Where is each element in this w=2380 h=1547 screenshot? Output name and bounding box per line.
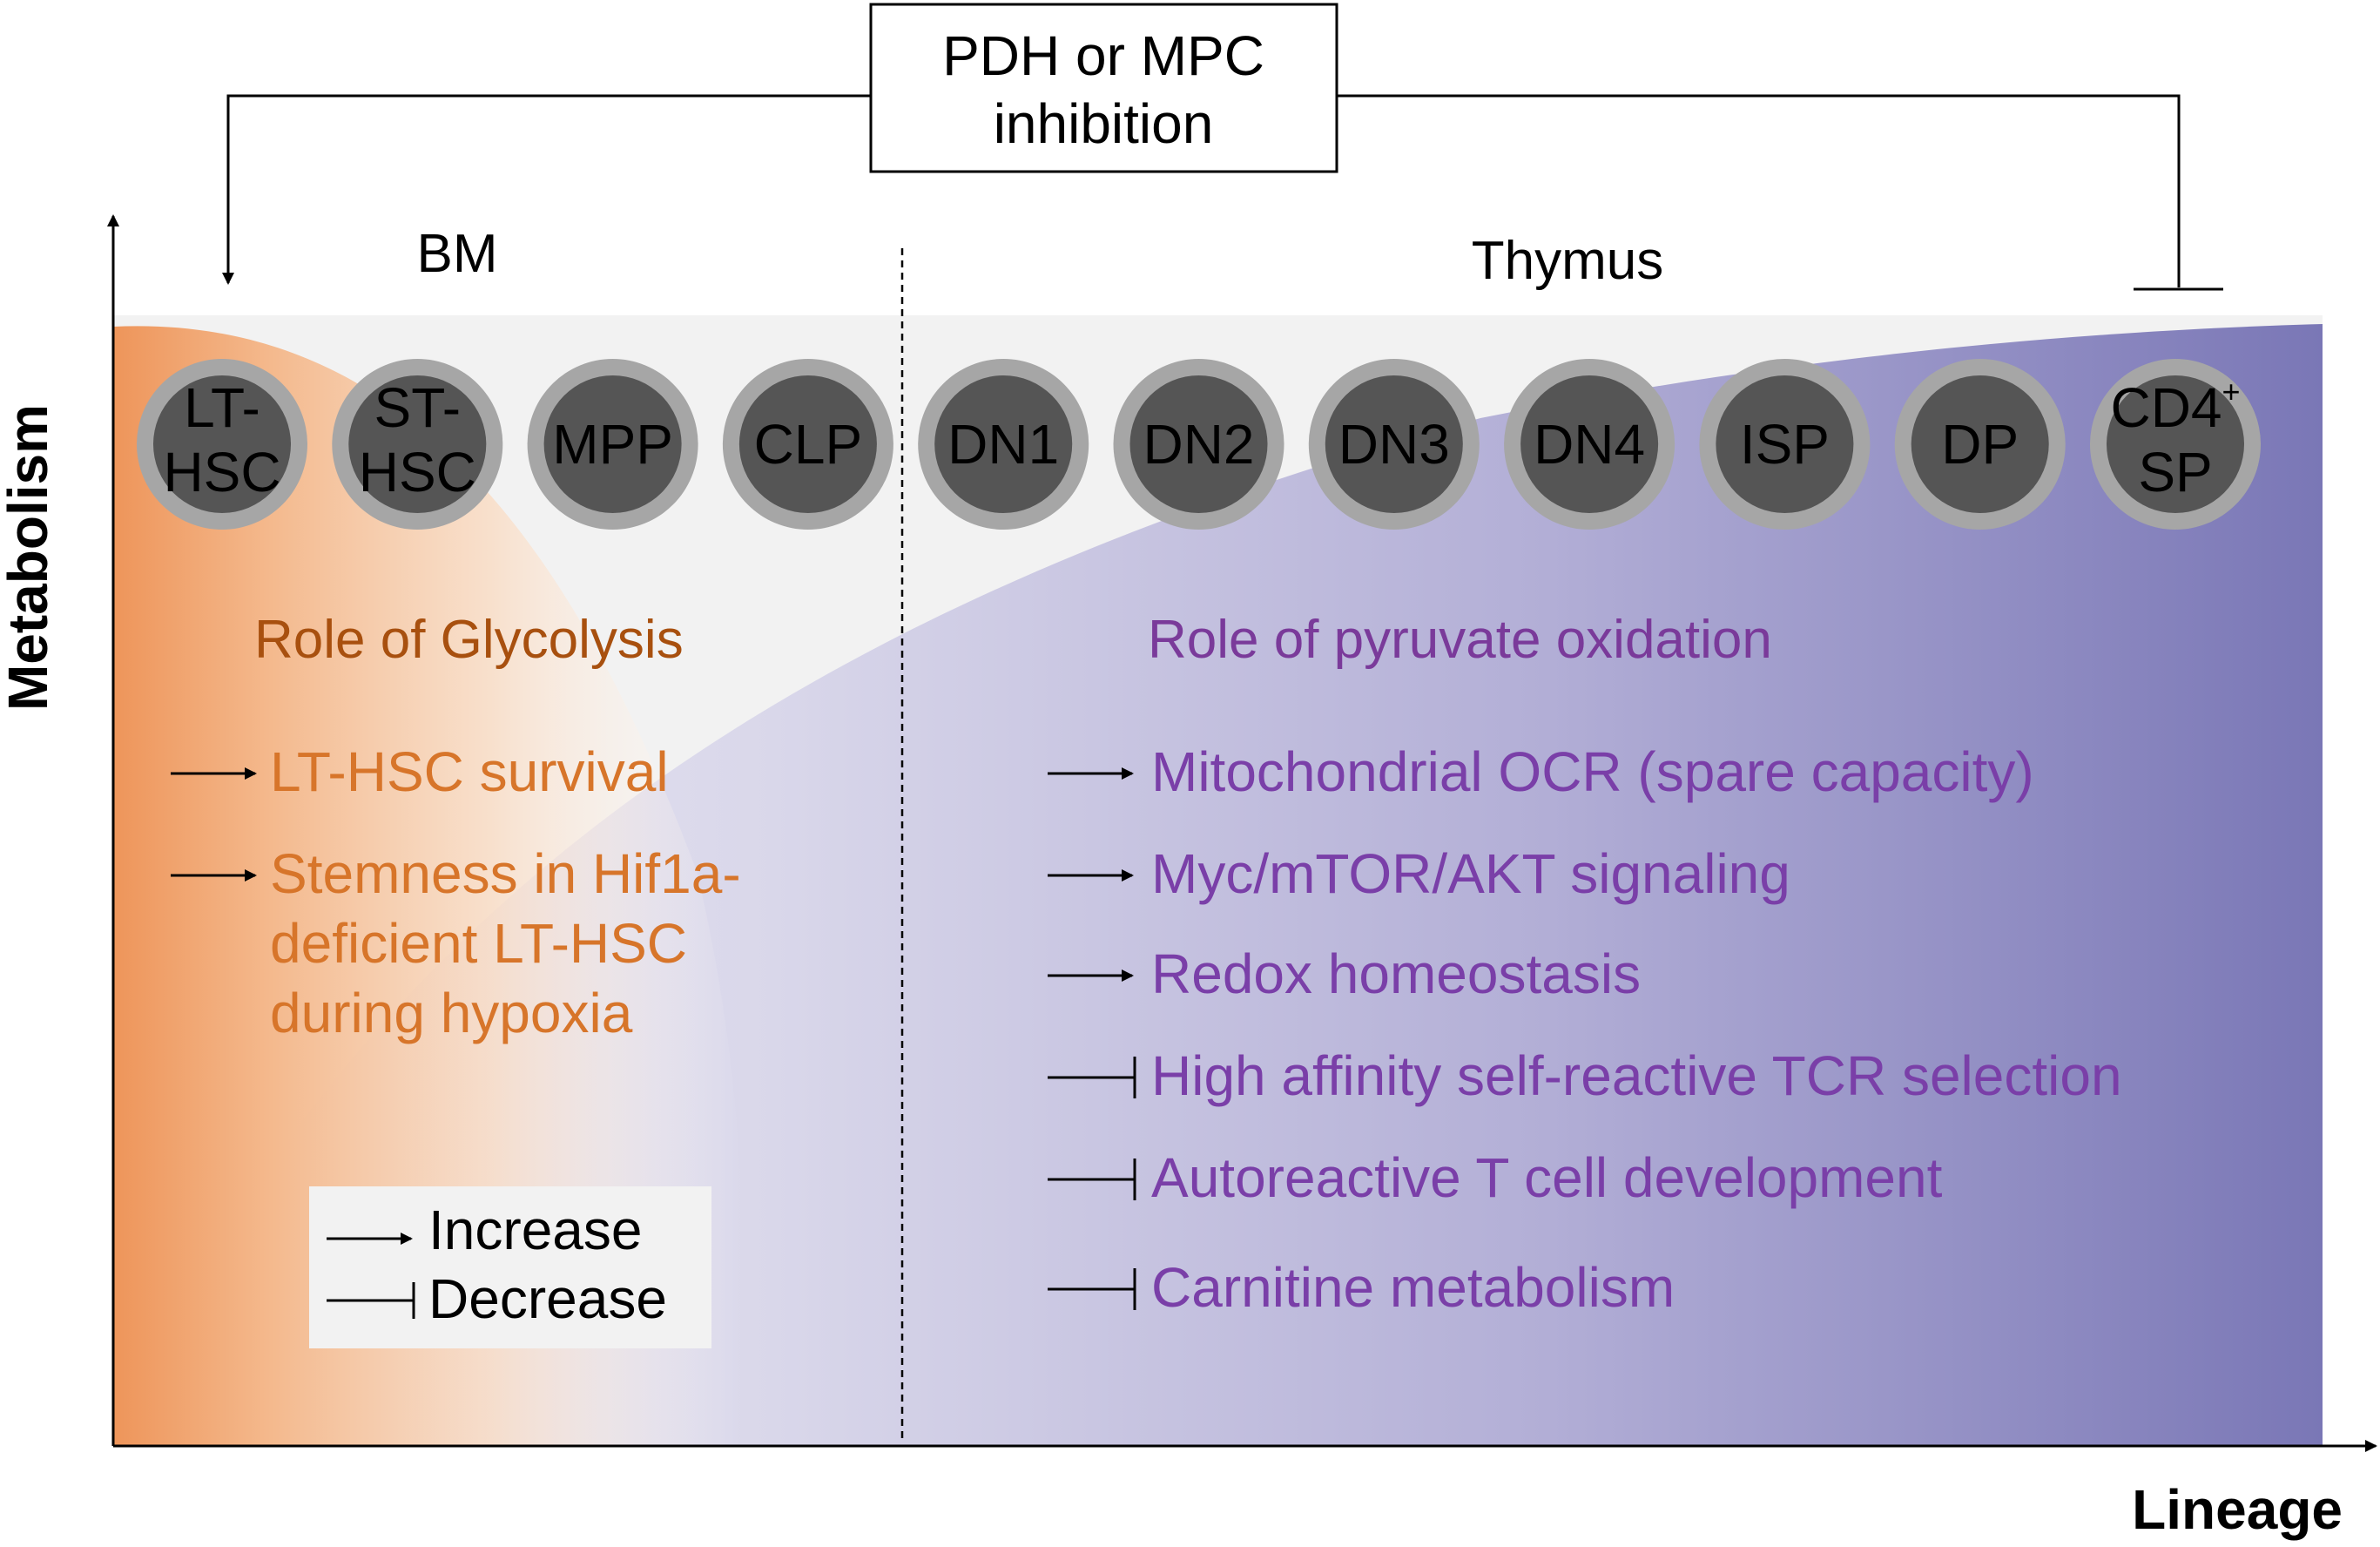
legend-decrease-label: Decrease bbox=[428, 1267, 667, 1330]
cell-nucleus bbox=[1716, 375, 1854, 513]
cell-label: DN2 bbox=[1143, 413, 1254, 476]
glycolysis-title: Role of Glycolysis bbox=[254, 610, 684, 670]
pyruvate-item-3: High affinity self-reactive TCR selectio… bbox=[1048, 1044, 2122, 1107]
pyruvate-item-text: Autoreactive T cell development bbox=[1151, 1146, 1943, 1209]
cell-label: ST- bbox=[374, 376, 462, 439]
region-thymus-label: Thymus bbox=[1472, 231, 1663, 291]
cell-6: DN3 bbox=[1308, 359, 1480, 530]
glycolysis-item-text: Stemness in Hif1a- bbox=[270, 842, 741, 905]
cell-nucleus bbox=[543, 375, 682, 513]
legend-increase-label: Increase bbox=[428, 1199, 642, 1261]
cell-label: DN4 bbox=[1534, 413, 1645, 476]
cell-label: MPP bbox=[552, 413, 673, 476]
cell-label: ISP bbox=[1740, 413, 1830, 476]
cell-4: DN1 bbox=[918, 359, 1089, 530]
cell-label: LT- bbox=[184, 376, 260, 439]
cell-label: CD4+ bbox=[2110, 374, 2240, 439]
cell-nucleus bbox=[738, 375, 877, 513]
cell-label: DP bbox=[1941, 413, 2019, 476]
cell-label: SP bbox=[2138, 441, 2212, 503]
glycolysis-area bbox=[113, 326, 745, 1446]
region-bm-label: BM bbox=[417, 224, 498, 284]
pyruvate-item-0: Mitochondrial OCR (spare capacity) bbox=[1048, 740, 2034, 803]
cell-2: MPP bbox=[527, 359, 698, 530]
cell-nucleus bbox=[348, 375, 487, 513]
glycolysis-item-text: LT-HSC survival bbox=[270, 740, 669, 803]
cell-3: CLP bbox=[722, 359, 893, 530]
glycolysis-item-1: Stemness in Hif1a-deficient LT-HSC during… bbox=[171, 842, 741, 1044]
cell-nucleus bbox=[1129, 375, 1268, 513]
pyruvate-item-1: Myc/mTOR/AKT signaling bbox=[1048, 842, 1790, 905]
cell-nucleus bbox=[1520, 375, 1659, 513]
inhibitor-to-cd4-sp-block bbox=[1337, 94, 2181, 287]
cell-0: LT-HSC bbox=[137, 359, 307, 530]
pyruvate-title: Role of pyruvate oxidation bbox=[1148, 610, 1772, 670]
cell-label: CLP bbox=[754, 413, 863, 476]
cell-label: HSC bbox=[359, 441, 476, 503]
inhibitor-box bbox=[869, 3, 1338, 173]
cell-nucleus bbox=[934, 375, 1073, 513]
cell-label: HSC bbox=[163, 441, 280, 503]
pyruvate-item-text: Myc/mTOR/AKT signaling bbox=[1151, 842, 1790, 905]
glycolysis-item-text: deficient LT-HSC bbox=[270, 912, 687, 975]
pyruvate-item-2: Redox homeostasis bbox=[1048, 942, 1641, 1005]
legend-box bbox=[309, 1186, 711, 1348]
legend: Increase Decrease bbox=[309, 1186, 711, 1348]
cell-8: ISP bbox=[1699, 359, 1871, 530]
pyruvate-item-text: Mitochondrial OCR (spare capacity) bbox=[1151, 740, 2034, 803]
inhibitor-to-lt-hsc-arrow bbox=[222, 94, 871, 285]
cell-5: DN2 bbox=[1113, 359, 1284, 530]
cell-nucleus bbox=[1325, 375, 1463, 513]
cell-nucleus bbox=[1911, 375, 2049, 513]
cell-1: ST-HSC bbox=[332, 359, 503, 530]
cell-7: DN4 bbox=[1504, 359, 1675, 530]
cell-label: DN1 bbox=[947, 413, 1059, 476]
pyruvate-item-5: Carnitine metabolism bbox=[1048, 1256, 1675, 1319]
x-axis-label: Lineage bbox=[2132, 1478, 2343, 1541]
cell-nucleus bbox=[153, 375, 291, 513]
glycolysis-item-0: LT-HSC survival bbox=[171, 740, 669, 803]
cell-nucleus bbox=[2107, 375, 2244, 513]
cell-label: DN3 bbox=[1338, 413, 1450, 476]
pyruvate-item-text: Carnitine metabolism bbox=[1151, 1256, 1675, 1319]
pyruvate-item-text: High affinity self-reactive TCR selectio… bbox=[1151, 1044, 2122, 1107]
cell-10: CD4+SP bbox=[2090, 359, 2261, 530]
glycolysis-item-text: during hypoxia bbox=[270, 982, 633, 1044]
pyruvate-item-4: Autoreactive T cell development bbox=[1048, 1146, 1943, 1209]
pyruvate-item-text: Redox homeostasis bbox=[1151, 942, 1641, 1005]
inhibitor-line-1: PDH or MPC bbox=[942, 24, 1264, 87]
inhibitor-line-2: inhibition bbox=[994, 92, 1214, 155]
cell-label-superscript: + bbox=[2222, 374, 2241, 409]
cell-9: DP bbox=[1894, 359, 2066, 530]
pyruvate-effects-list: Mitochondrial OCR (spare capacity) Myc/mT… bbox=[1048, 740, 2122, 1319]
y-axis-label: Metabolism bbox=[0, 404, 59, 711]
